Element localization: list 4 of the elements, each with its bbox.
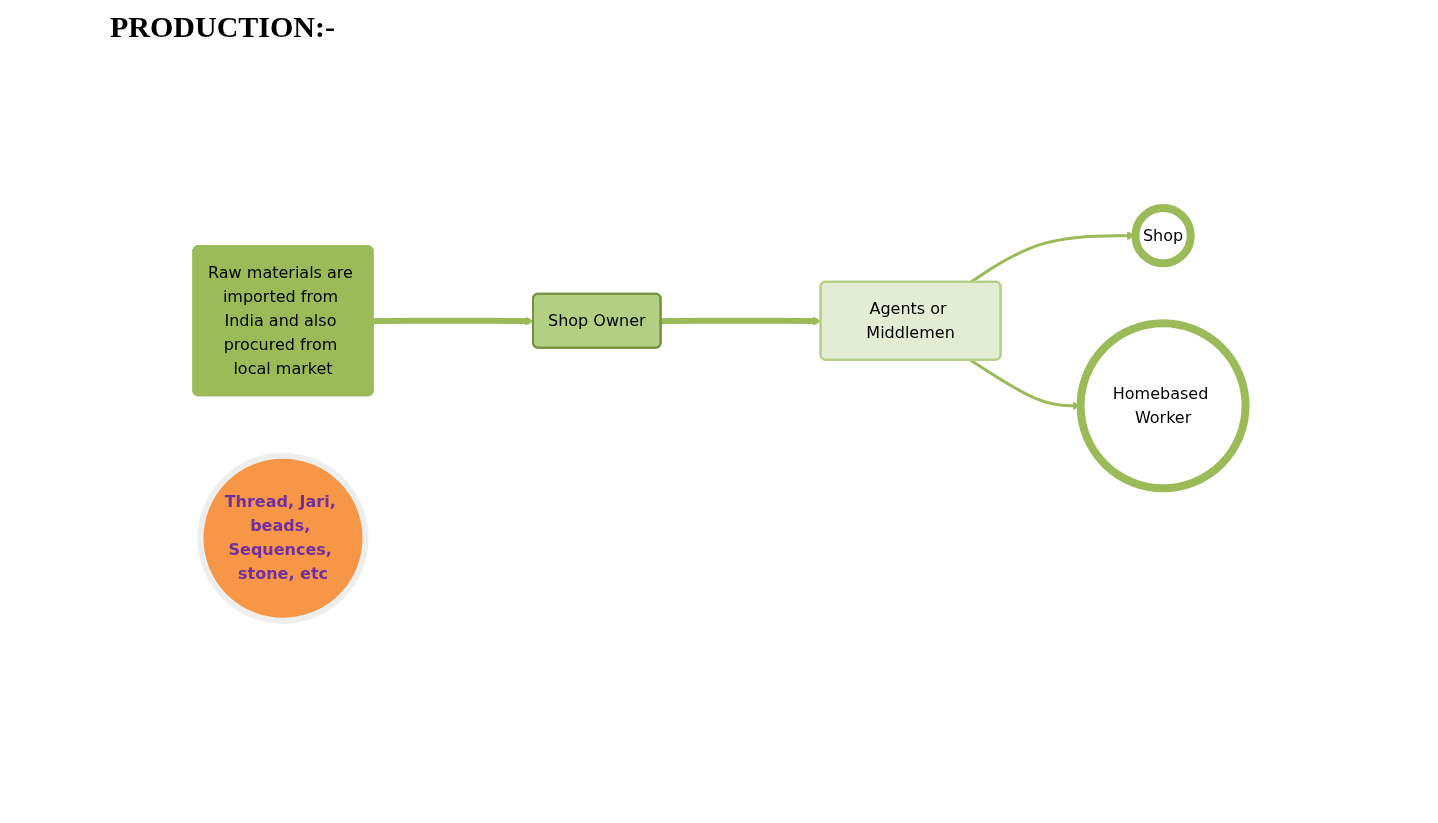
node-circle: Homebased Worker xyxy=(1076,318,1250,492)
title: PRODUCTION:- xyxy=(110,10,336,44)
node-circle: Shop xyxy=(1131,203,1195,267)
node-circle: Thread, Jari, beads, Sequences, stone, etc xyxy=(197,452,369,624)
